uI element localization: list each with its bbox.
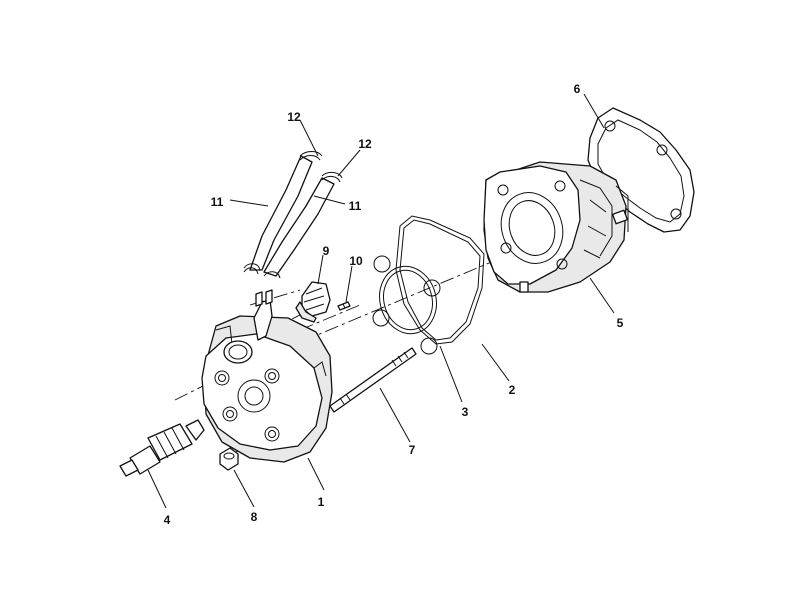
callout-9: 9	[323, 244, 330, 258]
small-screw	[337, 301, 351, 311]
callout-2: 2	[509, 383, 516, 397]
callout-8: 8	[251, 510, 258, 524]
callout-6: 6	[574, 82, 581, 96]
spark-plug	[119, 419, 205, 477]
callout-1: 1	[318, 495, 325, 509]
coolant-hoses	[249, 155, 335, 277]
hose-clips	[243, 151, 343, 279]
thermostat	[295, 281, 331, 323]
callout-5: 5	[617, 316, 624, 330]
callout-3: 3	[462, 405, 469, 419]
callout-11-right: 11	[349, 199, 362, 213]
callout-11-left: 11	[211, 195, 224, 209]
o-ring-seal	[372, 255, 441, 355]
callout-4: 4	[164, 513, 171, 527]
head-gasket	[395, 215, 485, 345]
cylinder-stud	[329, 347, 417, 413]
cylinder-block	[483, 161, 629, 293]
callout-12-left: 12	[287, 110, 301, 124]
callout-leader-lines	[147, 93, 615, 509]
callout-7: 7	[409, 443, 416, 457]
callout-labels: 1 2 3 4 5 6 7 8 9 10 11 11 12 12	[164, 82, 624, 527]
callout-10: 10	[349, 254, 363, 268]
cylinder-head	[201, 289, 333, 463]
callout-12-right: 12	[358, 137, 372, 151]
head-nut	[219, 447, 239, 471]
